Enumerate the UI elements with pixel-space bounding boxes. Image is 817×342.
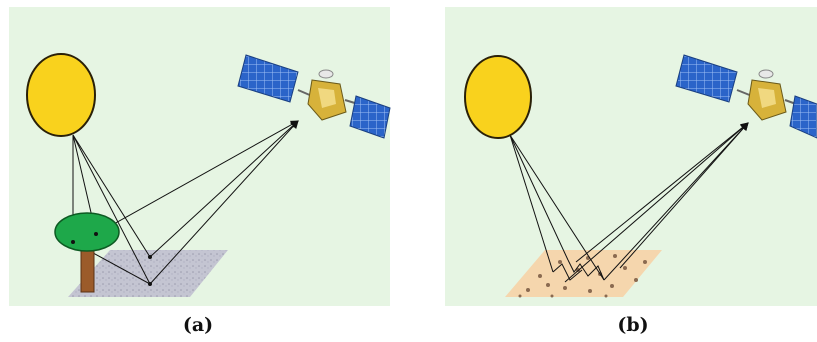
sun-icon [465,56,531,138]
sun-icon [27,54,95,136]
panel-b-illustration [437,0,817,342]
panel-b: (b) [437,0,817,342]
panel-a: (a) [0,0,410,342]
caption-b: (b) [603,314,663,336]
panel-a-illustration [0,0,410,342]
caption-a: (a) [168,314,228,336]
